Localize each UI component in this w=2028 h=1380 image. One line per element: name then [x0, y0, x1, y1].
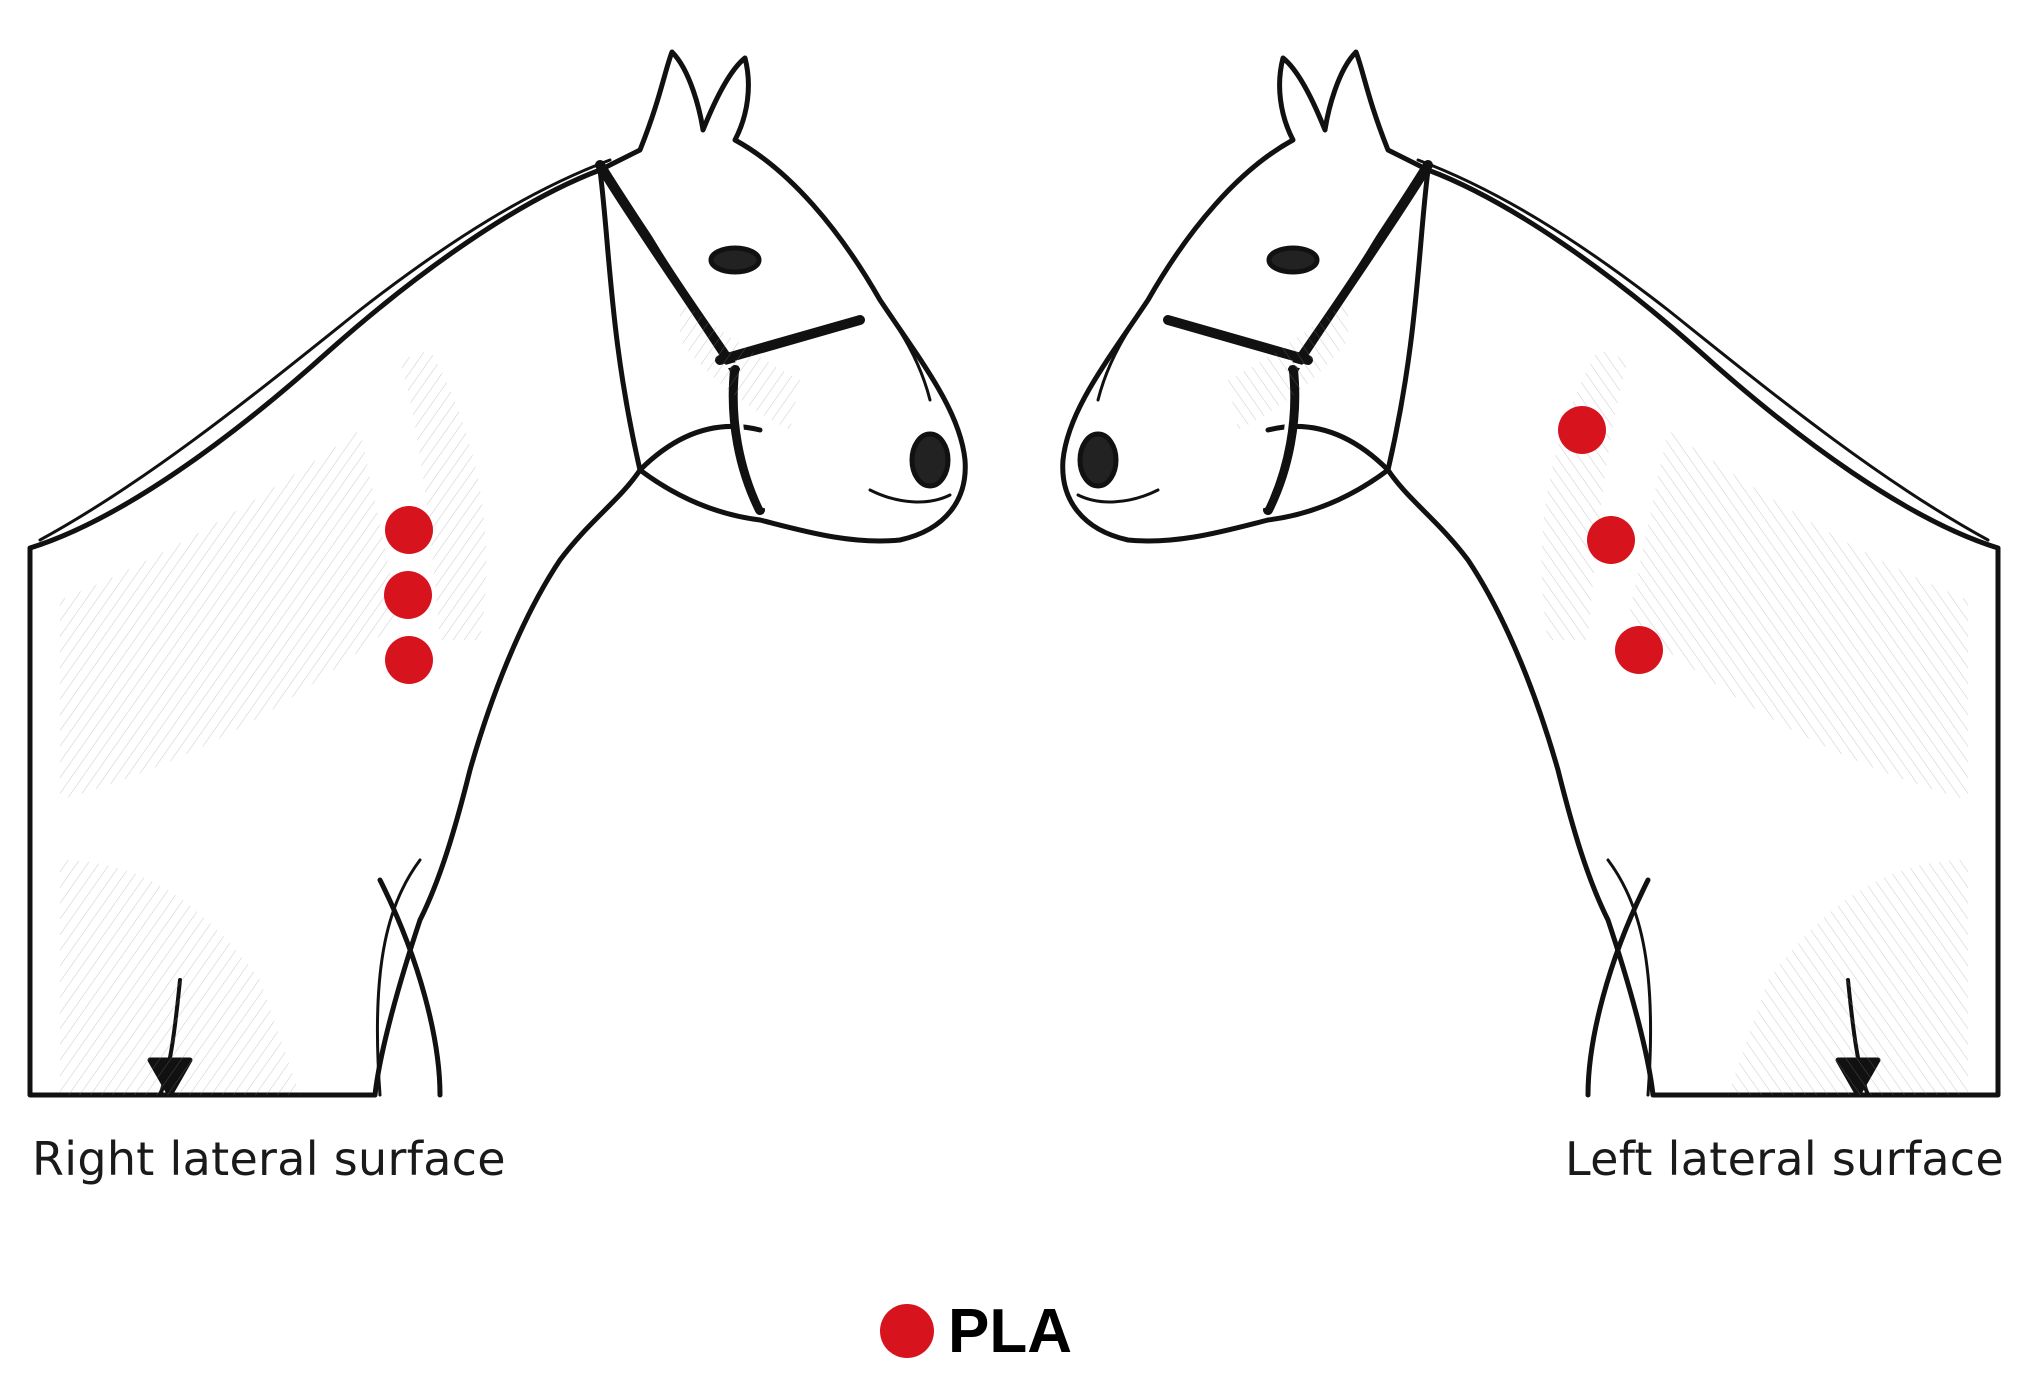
pla-point-left-3	[1615, 626, 1663, 674]
pla-point-right-3	[385, 636, 433, 684]
horse-illustration-right-lateral	[27, 49, 968, 1098]
pla-point-right-1	[385, 506, 433, 554]
legend: PLA	[880, 1296, 1072, 1366]
horse-illustration-left-lateral	[1060, 49, 2001, 1098]
legend-label: PLA	[948, 1296, 1072, 1366]
right-lateral-surface-label: Right lateral surface	[32, 1132, 506, 1186]
pla-point-left-1	[1558, 406, 1606, 454]
left-lateral-surface-label: Left lateral surface	[1565, 1132, 2004, 1186]
pla-marker-icon	[880, 1304, 934, 1358]
pla-point-right-2	[384, 571, 432, 619]
pla-point-left-2	[1587, 516, 1635, 564]
